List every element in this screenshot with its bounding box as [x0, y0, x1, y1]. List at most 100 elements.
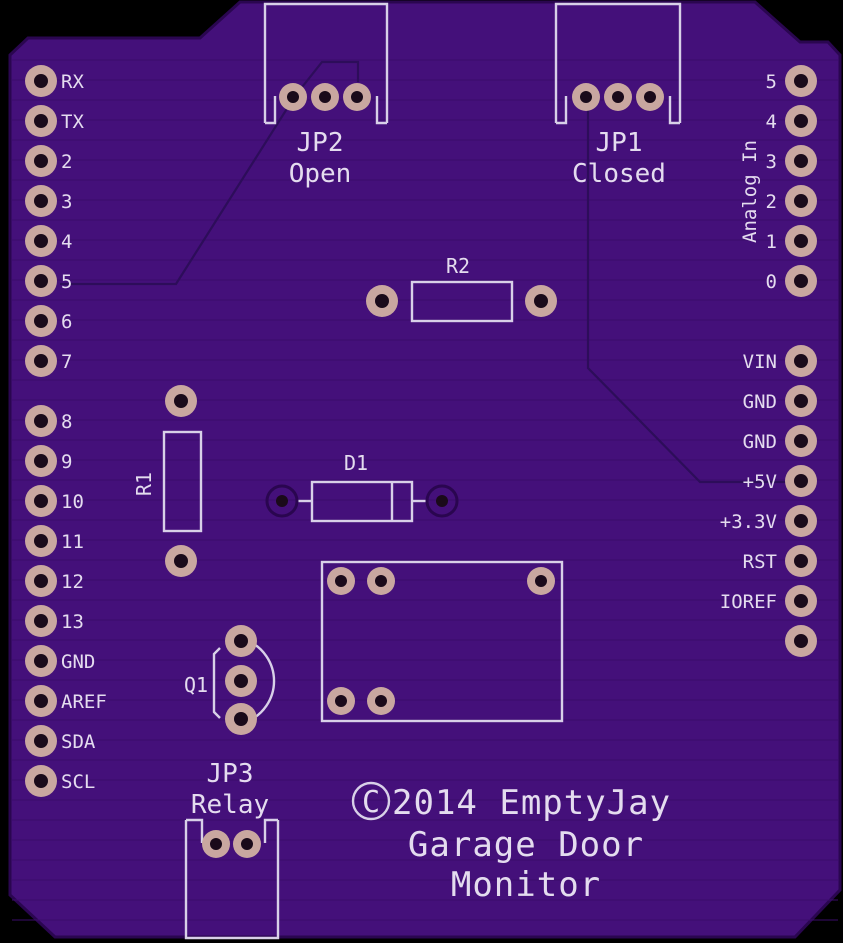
header-pin-6 — [25, 305, 57, 337]
jp3-ref: JP3 — [207, 759, 254, 789]
relay-pad-4 — [327, 687, 355, 715]
jp1-name: Closed — [572, 159, 666, 189]
relay-pad-1 — [327, 567, 355, 595]
q1-pad-3 — [225, 703, 257, 735]
power-label-gnd: GND — [743, 391, 777, 413]
header-pin-4 — [25, 225, 57, 257]
analog-label-4: 4 — [766, 111, 777, 133]
r1-label: R1 — [132, 472, 156, 496]
analog-pin-2 — [785, 185, 817, 217]
r2-body — [410, 280, 514, 323]
r2-label: R2 — [446, 254, 470, 278]
jp3-pin-1 — [202, 830, 230, 858]
header-label-10: 10 — [61, 491, 84, 513]
d1-label: D1 — [344, 451, 368, 475]
jp1-outline — [554, 2, 682, 125]
header-pin-3 — [25, 185, 57, 217]
jp2-name: Open — [289, 159, 352, 189]
header-pin-gnd — [25, 645, 57, 677]
header-label-6: 6 — [61, 311, 72, 333]
r1-body — [162, 430, 203, 533]
copyright-symbol: C — [362, 785, 380, 820]
header-label-9: 9 — [61, 451, 72, 473]
trace-jp2-to-pin5 — [60, 60, 360, 286]
header-pin-rx — [25, 65, 57, 97]
header-label-4: 4 — [61, 231, 72, 253]
jp2-pin-2 — [311, 83, 339, 111]
trace-jp1-to-5v — [586, 96, 788, 484]
q1-pad-1 — [225, 625, 257, 657]
r1-pad-1 — [165, 385, 197, 417]
copyright-circle — [351, 781, 391, 821]
header-pin-9 — [25, 445, 57, 477]
jp2-outline — [263, 2, 389, 125]
header-pin-11 — [25, 525, 57, 557]
power-label-rst: RST — [743, 551, 777, 573]
ground-pour-lines — [12, 59, 838, 921]
analog-label-3: 3 — [766, 151, 777, 173]
analog-label-0: 0 — [766, 271, 777, 293]
relay-pad-2 — [367, 567, 395, 595]
d1-pad-1 — [265, 484, 299, 518]
board-title-line2: Monitor — [451, 865, 601, 905]
silkscreen — [162, 2, 682, 940]
power-pin-vin — [785, 345, 817, 377]
header-label-8: 8 — [61, 411, 72, 433]
q1-label: Q1 — [184, 673, 208, 697]
header-pin-2 — [25, 145, 57, 177]
r1-pad-2 — [165, 545, 197, 577]
analog-pin-4 — [785, 105, 817, 137]
header-pin-tx — [25, 105, 57, 137]
board-outline — [8, 0, 842, 939]
header-pin-10 — [25, 485, 57, 517]
jp2-ref: JP2 — [297, 128, 344, 158]
relay-pad-3 — [527, 567, 555, 595]
power-pin-rst — [785, 545, 817, 577]
analog-label-2: 2 — [766, 191, 777, 213]
analog-in-title: Analog In — [739, 140, 761, 243]
jp1-pin-3 — [636, 83, 664, 111]
analog-label-5: 5 — [766, 71, 777, 93]
d1-pad-2 — [425, 484, 459, 518]
power-pin-5v — [785, 465, 817, 497]
q1-body — [212, 638, 276, 724]
header-pin-scl — [25, 765, 57, 797]
header-label-13: 13 — [61, 611, 84, 633]
jp1-pin-2 — [604, 83, 632, 111]
analog-pin-3 — [785, 145, 817, 177]
credit-line: 2014 EmptyJay — [392, 783, 671, 823]
power-label-5v: +5V — [743, 471, 777, 493]
header-label-rx: RX — [61, 71, 84, 93]
header-label-tx: TX — [61, 111, 84, 133]
jp3-outline — [184, 818, 280, 940]
pads — [25, 65, 817, 858]
header-label-12: 12 — [61, 571, 84, 593]
header-pin-aref — [25, 685, 57, 717]
traces — [60, 60, 788, 484]
q1-pad-2 — [225, 665, 257, 697]
analog-pin-0 — [785, 265, 817, 297]
r2-pad-2 — [525, 285, 557, 317]
jp1-ref: JP1 — [596, 128, 643, 158]
jp1-pin-1 — [572, 83, 600, 111]
header-pin-7 — [25, 345, 57, 377]
header-label-2: 2 — [61, 151, 72, 173]
jp3-name: Relay — [191, 790, 269, 820]
power-pin-ioref — [785, 585, 817, 617]
jp3-pin-2 — [233, 830, 261, 858]
header-pin-sda — [25, 725, 57, 757]
header-pin-13 — [25, 605, 57, 637]
relay-pad-5 — [367, 687, 395, 715]
header-label-scl: SCL — [61, 771, 95, 793]
power-label-gnd: GND — [743, 431, 777, 453]
header-label-11: 11 — [61, 531, 84, 553]
power-pin-unlabeled — [785, 625, 817, 657]
header-label-5: 5 — [61, 271, 72, 293]
analog-label-1: 1 — [766, 231, 777, 253]
header-label-sda: SDA — [61, 731, 96, 753]
header-pin-8 — [25, 405, 57, 437]
board-title-line1: Garage Door — [408, 825, 644, 865]
